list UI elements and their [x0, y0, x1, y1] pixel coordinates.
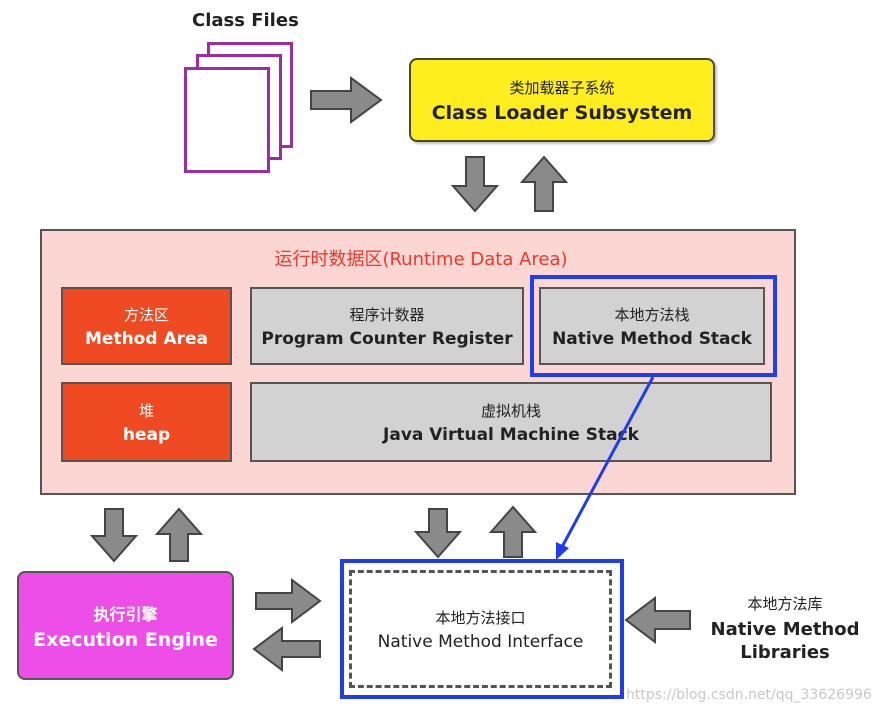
arrow-up-icon [488, 505, 538, 558]
native-method-interface-highlight [340, 559, 624, 699]
class-file-page [184, 67, 270, 173]
arrow-left-icon [624, 595, 691, 645]
arrow-right-icon [255, 578, 322, 624]
program-counter-zh: 程序计数器 [349, 305, 425, 324]
program-counter-en: Program Counter Register [261, 328, 513, 349]
class-loader-title-zh: 类加载器子系统 [509, 78, 615, 97]
class-loader-title-en: Class Loader Subsystem [431, 101, 693, 124]
jvm-stack-zh: 虚拟机栈 [480, 401, 541, 420]
execution-engine-zh: 执行引擎 [93, 604, 158, 624]
method-area: 方法区 Method Area [61, 287, 232, 365]
native-method-interface-zh: 本地方法接口 [435, 608, 526, 627]
native-method-interface-en: Native Method Interface [377, 631, 584, 652]
jvm-stack-en: Java Virtual Machine Stack [383, 424, 639, 445]
native-method-stack-zh: 本地方法栈 [614, 305, 690, 324]
heap-zh: 堆 [138, 401, 154, 420]
native-method-libraries: 本地方法库 Native Method Libraries [700, 593, 870, 664]
watermark: https://blog.csdn.net/qq_33626996 [626, 687, 872, 703]
arrow-up-icon [519, 155, 569, 212]
native-method-interface: 本地方法接口 Native Method Interface [349, 570, 612, 688]
method-area-zh: 方法区 [123, 305, 169, 324]
arrow-right-icon [310, 76, 383, 124]
method-area-en: Method Area [85, 328, 208, 349]
execution-engine-en: Execution Engine [33, 628, 218, 651]
program-counter-register: 程序计数器 Program Counter Register [250, 287, 524, 365]
native-method-stack-en: Native Method Stack [552, 328, 752, 349]
runtime-data-area-title: 运行时数据区(Runtime Data Area) [274, 249, 568, 270]
class-files-title: Class Files [192, 10, 299, 31]
arrow-left-icon [252, 626, 321, 672]
native-libs-en-line2: Libraries [740, 642, 830, 663]
arrow-down-icon [413, 508, 463, 559]
native-stack-to-interface-line [560, 376, 655, 548]
heap-en: heap [122, 424, 171, 445]
native-method-stack: 本地方法栈 Native Method Stack [539, 287, 765, 365]
class-loader-subsystem: 类加载器子系统 Class Loader Subsystem [409, 58, 715, 142]
arrow-down-icon [450, 156, 500, 213]
arrow-down-icon [89, 508, 139, 563]
native-libs-zh: 本地方法库 [747, 595, 823, 613]
blue-arrowhead-icon [556, 542, 569, 560]
native-method-stack-highlight [530, 275, 777, 377]
native-libs-en-line1: Native Method [710, 619, 860, 640]
heap: 堆 heap [61, 382, 232, 462]
jvm-stack: 虚拟机栈 Java Virtual Machine Stack [250, 382, 772, 462]
execution-engine: 执行引擎 Execution Engine [17, 571, 234, 680]
arrow-up-icon [154, 507, 204, 562]
